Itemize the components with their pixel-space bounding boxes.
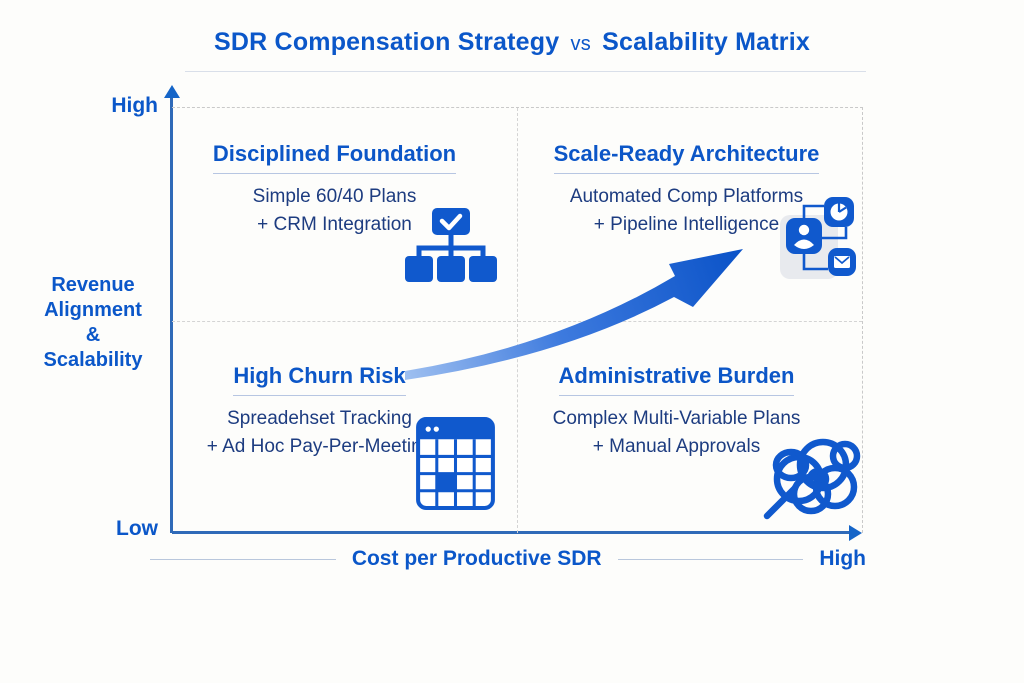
horizontal-divider [172, 320, 862, 322]
title-part2: Scalability Matrix [602, 28, 810, 56]
x-axis-title: Cost per Productive SDR [351, 547, 602, 570]
connected-platform-icon [780, 197, 856, 279]
quadrant-scale-ready-architecture: Scale-Ready Architecture Automated Comp … [514, 141, 859, 239]
org-chart-icon [405, 208, 497, 282]
matrix-area: Disciplined Foundation Simple 60/40 Plan… [172, 107, 863, 533]
quadrant-line: Automated Comp Platforms [569, 186, 804, 207]
x-caption-right-rule [617, 558, 804, 560]
quadrant-line: + Ad Hoc Pay-Per-Meeting [206, 436, 433, 457]
x-caption-left-rule [150, 558, 336, 560]
page-title: SDR Compensation Strategy vs Scalability… [0, 28, 1024, 57]
quadrant-line: + CRM Integration [257, 214, 412, 235]
quadrant-heading: High Churn Risk [233, 363, 406, 396]
tangle-icon [763, 438, 861, 520]
title-separator: vs [570, 33, 591, 55]
title-divider [185, 71, 866, 72]
quadrant-line: Spreadehset Tracking [227, 408, 412, 429]
x-axis-high-label: High [819, 547, 866, 570]
quadrant-high-churn-risk: High Churn Risk Spreadehset Tracking + A… [147, 363, 492, 461]
y-axis-title: Revenue Alignment & Scalability [43, 274, 143, 371]
quadrant-heading: Administrative Burden [558, 363, 795, 396]
x-axis-caption-row: Cost per Productive SDR High [150, 547, 866, 571]
quadrant-line: Simple 60/40 Plans [252, 186, 417, 207]
quadrant-heading: Scale-Ready Architecture [553, 141, 820, 174]
x-axis-line [172, 531, 852, 534]
y-axis-high-label: High [111, 94, 158, 117]
title-part1: SDR Compensation Strategy [214, 28, 560, 56]
quadrant-line: + Pipeline Intelligence [593, 214, 780, 235]
spreadsheet-icon [416, 417, 495, 510]
quadrant-line: + Manual Approvals [592, 436, 761, 457]
y-axis-low-label: Low [116, 517, 158, 540]
y-axis-arrowhead-icon [164, 85, 180, 98]
quadrant-heading: Disciplined Foundation [212, 141, 457, 174]
y-axis-line [170, 96, 173, 533]
x-axis-arrowhead-icon [849, 525, 862, 541]
quadrant-disciplined-foundation: Disciplined Foundation Simple 60/40 Plan… [162, 141, 507, 239]
quadrant-line: Complex Multi-Variable Plans [552, 408, 801, 429]
